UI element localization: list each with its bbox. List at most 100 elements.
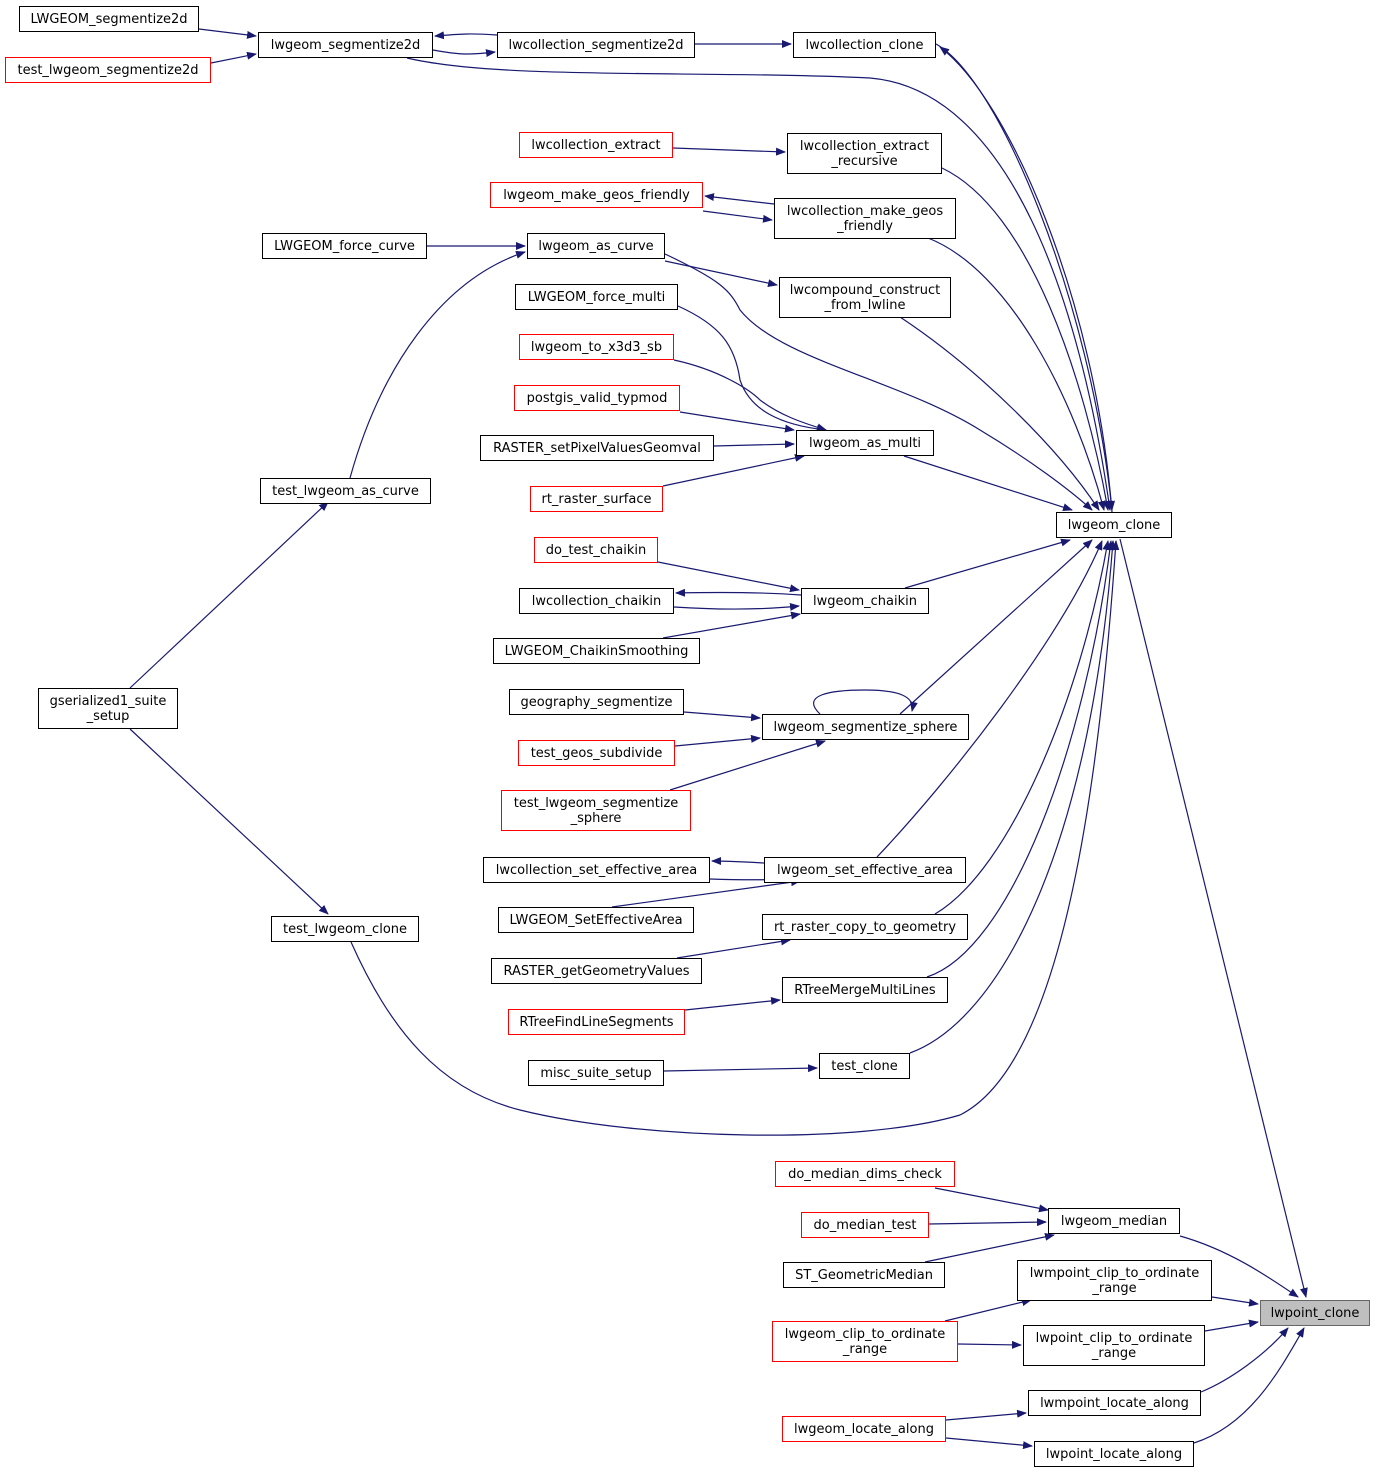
node-RTreeFindLineSegments[interactable]: RTreeFindLineSegments [508, 1009, 685, 1035]
node-RASTER_setPixelValuesGeomval[interactable]: RASTER_setPixelValuesGeomval [480, 435, 714, 461]
edge-RTreeFindLineSegments-to-RTreeMergeMultiLines [684, 996, 781, 1011]
edge-lwcollection_segmentize2d-to-lwgeom_segmentize2d [434, 31, 498, 40]
node-lwcollection_chaikin[interactable]: lwcollection_chaikin [519, 588, 674, 614]
node-label: do_test_chaikin [545, 542, 647, 558]
node-lwcollection_extract_recursive[interactable]: lwcollection_extract_recursive [787, 133, 942, 174]
node-lwcollection_make_geos_friendly[interactable]: lwcollection_make_geos_friendly [774, 198, 956, 239]
node-lwgeom_as_curve[interactable]: lwgeom_as_curve [527, 233, 665, 259]
edge-lwgeom_chaikin-to-lwcollection_chaikin [675, 588, 802, 597]
node-lwmpoint_clip_to_ordinate_range[interactable]: lwmpoint_clip_to_ordinate_range [1017, 1260, 1212, 1301]
node-test_clone[interactable]: test_clone [819, 1053, 910, 1079]
node-lwcollection_set_effective_area[interactable]: lwcollection_set_effective_area [483, 857, 710, 883]
node-lwmpoint_locate_along[interactable]: lwmpoint_locate_along [1028, 1390, 1201, 1416]
node-label: gserialized1_suite [49, 693, 167, 709]
node-lwpoint_clip_to_ordinate_range[interactable]: lwpoint_clip_to_ordinate_range [1023, 1325, 1205, 1366]
node-label: lwcollection_clone [805, 37, 924, 53]
node-label: _from_lwline [824, 297, 906, 313]
node-lwcollection_clone[interactable]: lwcollection_clone [793, 32, 936, 58]
edge-lwmpoint_clip_to_ordinate_range-to-lwpoint_clone [1211, 1296, 1259, 1307]
node-lwpoint_clone: lwpoint_clone [1260, 1300, 1370, 1326]
node-label: _friendly [837, 218, 893, 234]
node-label: LWGEOM_SetEffectiveArea [509, 912, 683, 928]
node-test_lwgeom_segmentize_sphere[interactable]: test_lwgeom_segmentize_sphere [501, 790, 691, 831]
node-label: lwgeom_clone [1067, 517, 1161, 533]
edge-lwcollection_clone-to-lwgeom_clone [935, 43, 1116, 511]
edge-lwgeom_to_x3d3_sb-to-lwgeom_as_multi [673, 359, 827, 432]
node-rt_raster_surface[interactable]: rt_raster_surface [530, 486, 663, 512]
node-do_median_test[interactable]: do_median_test [801, 1212, 929, 1238]
edge-lwgeom_median-to-lwpoint_clone [1179, 1235, 1299, 1298]
node-label: RTreeMergeMultiLines [794, 982, 936, 998]
edge-test_clone-to-lwgeom_clone [909, 540, 1117, 1054]
node-lwgeom_make_geos_friendly[interactable]: lwgeom_make_geos_friendly [490, 182, 703, 208]
node-LWGEOM_force_multi[interactable]: LWGEOM_force_multi [515, 284, 678, 310]
edge-lwgeom_chaikin-to-lwgeom_clone [904, 538, 1071, 589]
edge-LWGEOM_force_multi-to-lwgeom_as_multi [677, 305, 827, 434]
node-lwgeom_to_x3d3_sb[interactable]: lwgeom_to_x3d3_sb [519, 334, 674, 360]
node-label: test_lwgeom_as_curve [272, 483, 419, 499]
edge-lwcollection_make_geos_friendly-to-lwgeom_clone [927, 237, 1106, 511]
node-ST_GeometricMedian[interactable]: ST_GeometricMedian [783, 1262, 945, 1288]
node-RASTER_getGeometryValues[interactable]: RASTER_getGeometryValues [491, 958, 702, 984]
edge-lwgeom_locate_along-to-lwmpoint_locate_along [945, 1409, 1027, 1421]
edge-misc_suite_setup-to-test_clone [663, 1064, 818, 1073]
node-lwgeom_segmentize2d[interactable]: lwgeom_segmentize2d [258, 32, 433, 58]
node-LWGEOM_segmentize2d[interactable]: LWGEOM_segmentize2d [19, 6, 199, 32]
node-LWGEOM_SetEffectiveArea[interactable]: LWGEOM_SetEffectiveArea [498, 907, 694, 933]
node-label: lwmpoint_locate_along [1040, 1395, 1189, 1411]
node-test_lwgeom_clone[interactable]: test_lwgeom_clone [271, 916, 419, 942]
node-label: test_lwgeom_segmentize2d [17, 62, 199, 78]
node-lwgeom_clone[interactable]: lwgeom_clone [1056, 512, 1172, 538]
edge-LWGEOM_SetEffectiveArea-to-lwgeom_set_effective_area [611, 878, 801, 908]
node-label: lwgeom_segmentize2d [270, 37, 421, 53]
node-test_lwgeom_segmentize2d[interactable]: test_lwgeom_segmentize2d [5, 57, 211, 83]
edge-lwgeom_locate_along-to-lwpoint_locate_along [945, 1437, 1033, 1450]
node-test_geos_subdivide[interactable]: test_geos_subdivide [518, 740, 675, 766]
edge-lwgeom_segmentize_sphere-to-lwgeom_clone [899, 539, 1093, 715]
node-lwcollection_segmentize2d[interactable]: lwcollection_segmentize2d [497, 32, 695, 58]
node-rt_raster_copy_to_geometry[interactable]: rt_raster_copy_to_geometry [762, 914, 968, 940]
node-lwgeom_locate_along[interactable]: lwgeom_locate_along [782, 1416, 946, 1442]
node-gserialized1_suite_setup[interactable]: gserialized1_suite_setup [38, 688, 178, 729]
node-lwpoint_locate_along[interactable]: lwpoint_locate_along [1034, 1441, 1194, 1467]
node-label: lwpoint_locate_along [1045, 1446, 1183, 1462]
edge-geography_segmentize-to-lwgeom_segmentize_sphere [683, 711, 761, 722]
node-test_lwgeom_as_curve[interactable]: test_lwgeom_as_curve [260, 478, 431, 504]
node-lwgeom_as_multi[interactable]: lwgeom_as_multi [796, 430, 934, 456]
node-label: lwpoint_clone [1270, 1305, 1360, 1321]
node-lwgeom_chaikin[interactable]: lwgeom_chaikin [801, 588, 929, 614]
node-label: lwcompound_construct [789, 282, 941, 298]
node-LWGEOM_ChaikinSmoothing[interactable]: LWGEOM_ChaikinSmoothing [493, 638, 700, 664]
edge-LWGEOM_segmentize2d-to-lwgeom_segmentize2d [198, 28, 257, 39]
edge-lwgeom_clip_to_ordinate_range-to-lwpoint_clip_to_ordinate_range [957, 1340, 1022, 1349]
node-RTreeMergeMultiLines[interactable]: RTreeMergeMultiLines [782, 977, 948, 1003]
edge-lwcollection_extract-to-lwcollection_extract_recursive [672, 147, 786, 156]
node-lwcollection_extract[interactable]: lwcollection_extract [519, 132, 673, 158]
node-LWGEOM_force_curve[interactable]: LWGEOM_force_curve [262, 233, 427, 259]
node-geography_segmentize[interactable]: geography_segmentize [509, 689, 684, 715]
node-label: RASTER_getGeometryValues [503, 963, 690, 979]
node-postgis_valid_typmod[interactable]: postgis_valid_typmod [514, 385, 680, 411]
edge-lwpoint_locate_along-to-lwpoint_clone [1193, 1327, 1305, 1444]
node-lwcompound_construct_from_lwline[interactable]: lwcompound_construct_from_lwline [779, 277, 951, 318]
node-label: lwgeom_as_curve [538, 238, 654, 254]
node-label: do_median_test [813, 1217, 917, 1233]
node-lwgeom_segmentize_sphere[interactable]: lwgeom_segmentize_sphere [762, 714, 969, 740]
node-lwgeom_set_effective_area[interactable]: lwgeom_set_effective_area [764, 857, 966, 883]
node-label: _range [1091, 1345, 1137, 1361]
node-do_median_dims_check[interactable]: do_median_dims_check [775, 1161, 955, 1187]
node-label: LWGEOM_force_multi [527, 289, 666, 305]
node-lwgeom_median[interactable]: lwgeom_median [1048, 1208, 1180, 1234]
node-label: lwcollection_segmentize2d [508, 37, 684, 53]
node-label: rt_raster_copy_to_geometry [773, 919, 957, 935]
node-lwgeom_clip_to_ordinate_range[interactable]: lwgeom_clip_to_ordinate_range [772, 1321, 958, 1362]
node-label: _range [1092, 1280, 1137, 1296]
node-misc_suite_setup[interactable]: misc_suite_setup [528, 1060, 664, 1086]
edge-LWGEOM_ChaikinSmoothing-to-lwgeom_chaikin [662, 611, 801, 639]
node-label: lwgeom_locate_along [794, 1421, 934, 1437]
node-do_test_chaikin[interactable]: do_test_chaikin [534, 537, 658, 563]
node-label: do_median_dims_check [788, 1166, 942, 1182]
edge-lwcollection_chaikin-to-lwgeom_chaikin [673, 602, 800, 611]
node-label: _recursive [831, 153, 898, 169]
